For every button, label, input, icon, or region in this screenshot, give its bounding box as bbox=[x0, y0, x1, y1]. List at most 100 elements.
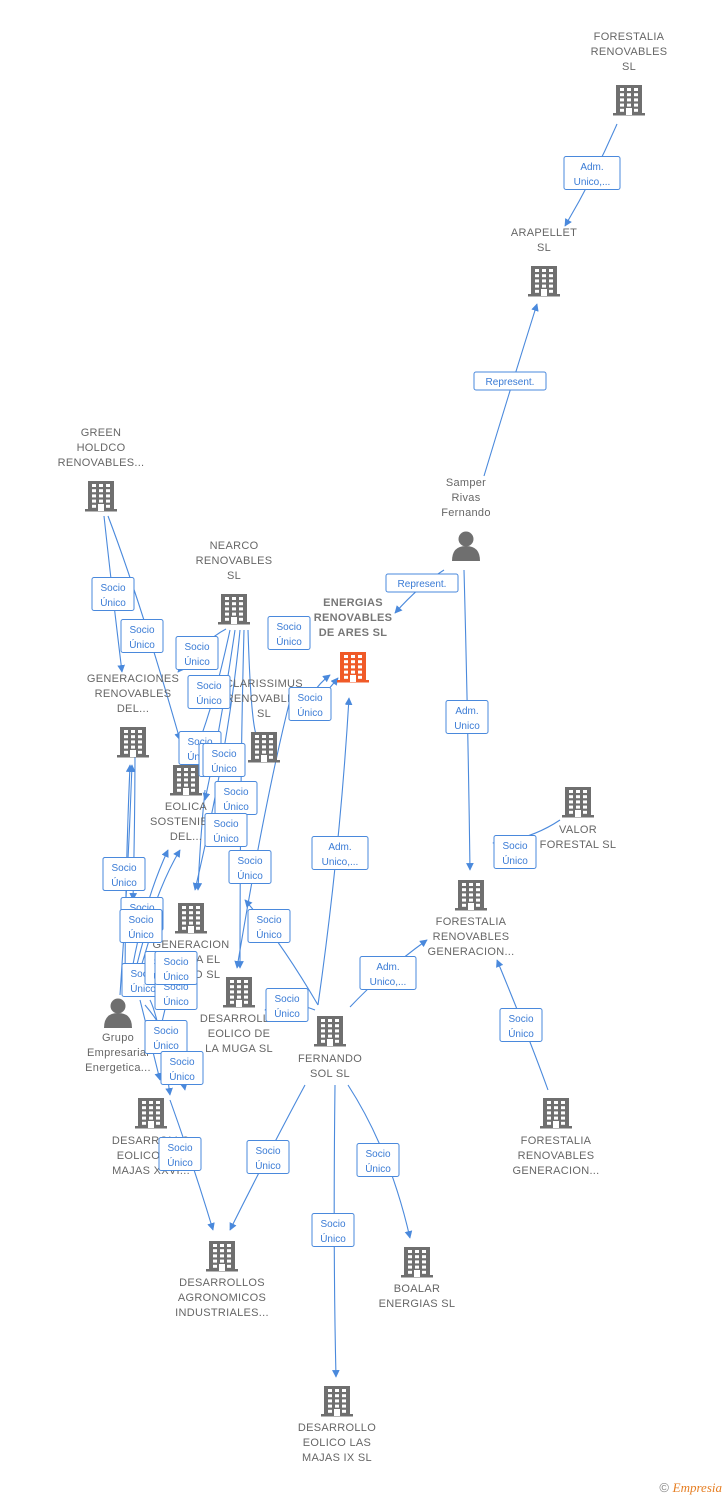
node-label-line: ARAPELLET bbox=[511, 227, 577, 239]
edge-label-line: Socio bbox=[129, 625, 154, 636]
node-grupo-emp[interactable]: GrupoEmpresarialEnergetica... bbox=[85, 998, 151, 1075]
node-label-line: Grupo bbox=[102, 1032, 134, 1044]
footer-brand: © Empresia bbox=[659, 1480, 722, 1496]
edge-label-line: Unico,... bbox=[322, 857, 359, 868]
node-label-line: DE ARES SL bbox=[319, 627, 388, 639]
node-label-line: GENERACION... bbox=[427, 946, 514, 958]
edge-label-3: Adm. Unico bbox=[445, 700, 489, 734]
edge-label-line: Adm. bbox=[455, 706, 478, 717]
node-label-line: DESARROLLO bbox=[298, 1422, 376, 1434]
node-forestalia-gen1[interactable]: FORESTALIARENOVABLESGENERACION... bbox=[427, 880, 514, 958]
edge-label-line: Único bbox=[256, 928, 282, 941]
edge-label-line: Socio bbox=[196, 681, 221, 692]
building-icon bbox=[85, 481, 117, 512]
edge-label-line: Socio bbox=[111, 863, 136, 874]
edge-label-line: Único bbox=[169, 1070, 195, 1083]
building-icon bbox=[135, 1098, 167, 1129]
edge-label-line: Único bbox=[163, 970, 189, 983]
node-label-line: ENERGIAS SL bbox=[379, 1298, 456, 1310]
edge-label-line: Único bbox=[320, 1232, 346, 1245]
building-icon bbox=[613, 85, 645, 116]
node-label-line: RENOVABLES bbox=[226, 693, 303, 705]
person-icon bbox=[452, 531, 480, 561]
node-label-line: DEL... bbox=[117, 703, 149, 715]
node-eolica-sosten[interactable]: EOLICASOSTENIBLEDEL... bbox=[150, 765, 222, 843]
node-forestalia-gen2[interactable]: FORESTALIARENOVABLESGENERACION... bbox=[512, 1098, 599, 1177]
node-green-holdco[interactable]: GREENHOLDCORENOVABLES... bbox=[58, 427, 145, 512]
edge-label-line: Único bbox=[129, 638, 155, 651]
edge-label-line: Único bbox=[274, 1007, 300, 1020]
edge-label-line: Unico bbox=[454, 721, 480, 732]
node-label-line: VALOR bbox=[559, 824, 597, 836]
edge-label-line: Único bbox=[502, 854, 528, 867]
building-icon bbox=[248, 732, 280, 763]
node-generaciones-del[interactable]: GENERACIONESRENOVABLESDEL... bbox=[87, 673, 179, 758]
edge-label-line: Socio bbox=[256, 915, 281, 926]
edge-label-line: Único bbox=[153, 1039, 179, 1052]
node-arapellet[interactable]: ARAPELLET SL bbox=[511, 227, 577, 297]
node-label-line: SL bbox=[227, 570, 241, 582]
edge-label-line: Socio bbox=[508, 1014, 533, 1025]
edge-label-line: Socio bbox=[223, 787, 248, 798]
node-label-line: SOSTENIBLE bbox=[150, 816, 222, 828]
edge-5 bbox=[107, 515, 182, 741]
node-label-line: FERNANDO bbox=[298, 1053, 362, 1065]
edge-label-line: Único bbox=[167, 1156, 193, 1169]
node-label-line: SL bbox=[257, 708, 271, 720]
edge-label-line: Único bbox=[211, 762, 237, 775]
node-boalar[interactable]: BOALAR ENERGIAS SL bbox=[379, 1247, 456, 1310]
edge-label-line: Único bbox=[130, 982, 156, 995]
edge-label-line: Socio bbox=[297, 693, 322, 704]
node-desarrollos-agro[interactable]: DESARROLLOSAGRONOMICOSINDUSTRIALES... bbox=[175, 1241, 269, 1319]
edge-label-line: Socio bbox=[213, 819, 238, 830]
edge-label-2: Represent. bbox=[385, 573, 459, 593]
node-label-line: RENOVABLES bbox=[433, 931, 510, 943]
edge-label-line: Adm. bbox=[376, 962, 399, 973]
node-nearco[interactable]: NEARCO RENOVABLES SL bbox=[196, 540, 273, 625]
edge-label-line: Socio bbox=[129, 903, 154, 914]
node-label-line: BOALAR bbox=[394, 1283, 440, 1295]
node-label-line: INDUSTRIALES... bbox=[175, 1307, 269, 1319]
node-label-line: FORESTALIA bbox=[594, 31, 665, 43]
node-label-line: EOLICO LAS bbox=[303, 1437, 371, 1449]
edge-label-line: Único bbox=[223, 800, 249, 813]
edge-label-line: Único bbox=[276, 635, 302, 648]
node-label-line: RENOVABLES bbox=[196, 555, 273, 567]
building-icon bbox=[117, 727, 149, 758]
node-label-line: GREEN bbox=[81, 427, 122, 439]
building-icon bbox=[170, 765, 202, 796]
building-icon bbox=[206, 1241, 238, 1272]
edge-label-line: Adm. bbox=[328, 842, 351, 853]
building-icon bbox=[540, 1098, 572, 1129]
building-icon bbox=[218, 594, 250, 625]
edge-label-line: Único bbox=[213, 832, 239, 845]
node-label-line: NEARCO bbox=[210, 540, 259, 552]
edge-label-line: Socio bbox=[274, 994, 299, 1005]
node-label-line: ENERGIAS bbox=[323, 597, 383, 609]
edge-label-line: Socio bbox=[167, 1143, 192, 1154]
edge-label-line: Socio bbox=[163, 957, 188, 968]
edge-labels-layer: Adm.Unico,...Represent.Represent.Adm.Uni… bbox=[91, 156, 621, 1247]
edge-label-line: Socio bbox=[169, 1057, 194, 1068]
node-label-line: SL bbox=[537, 242, 551, 254]
